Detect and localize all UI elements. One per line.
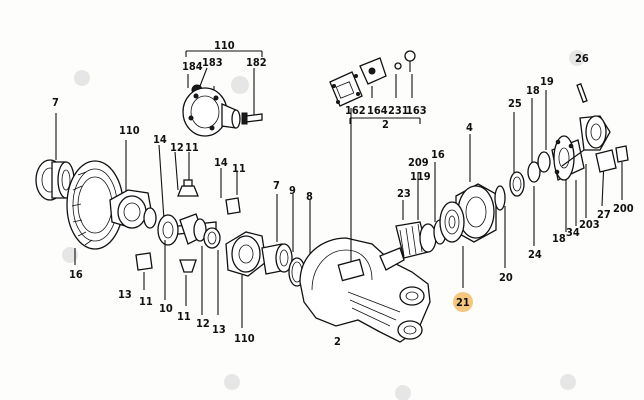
label-9: 9 [289, 184, 296, 197]
label-14-a: 14 [153, 133, 167, 146]
label-119: 119 [410, 170, 431, 183]
label-14-b: 14 [214, 156, 228, 169]
label-27: 27 [597, 208, 611, 221]
label-7-mid: 7 [273, 179, 280, 192]
label-13-b: 13 [212, 323, 226, 336]
label-11-d: 11 [177, 310, 191, 323]
part-labels: 110 184 183 182 7 110 14 12 11 14 11 16 … [52, 39, 634, 348]
label-23: 23 [397, 187, 411, 200]
label-12-b: 12 [196, 317, 210, 330]
label-25: 25 [508, 97, 522, 110]
label-12-a: 12 [170, 141, 184, 154]
label-209: 209 [408, 156, 429, 169]
label-10: 10 [159, 302, 173, 315]
label-110-left: 110 [119, 124, 140, 137]
main-housing [299, 237, 431, 343]
label-11-b: 11 [232, 162, 246, 175]
label-21: 21 [456, 296, 470, 309]
label-183: 183 [202, 56, 223, 69]
label-19: 19 [540, 75, 554, 88]
spider-gear-assembly [135, 144, 241, 315]
bearing-housing [439, 134, 497, 288]
label-231: 231 [388, 104, 409, 117]
label-163: 163 [406, 104, 427, 117]
label-7-left: 7 [52, 96, 59, 109]
label-18-a: 18 [526, 84, 540, 97]
label-162: 162 [345, 104, 366, 117]
label-16-right: 16 [431, 148, 445, 161]
watermark [62, 50, 585, 400]
label-20: 20 [499, 271, 513, 284]
label-4: 4 [466, 121, 473, 134]
highlight-marker [453, 292, 473, 312]
label-26: 26 [575, 52, 589, 65]
label-2-bottom: 2 [334, 335, 341, 348]
label-200: 200 [613, 202, 634, 215]
label-203: 203 [579, 218, 600, 231]
label-8: 8 [306, 190, 313, 203]
right-diff-half [225, 194, 311, 328]
label-110-bottom: 110 [234, 332, 255, 345]
label-182: 182 [246, 56, 267, 69]
label-16-left: 16 [69, 268, 83, 281]
label-24: 24 [528, 248, 542, 261]
right-side-parts [494, 83, 629, 268]
left-assembly [35, 113, 157, 265]
label-110-top: 110 [214, 39, 235, 52]
label-11-c: 11 [139, 295, 153, 308]
label-2-top: 2 [382, 118, 389, 131]
label-184: 184 [182, 60, 203, 73]
label-13-a: 13 [118, 288, 132, 301]
top-flange-assembly [182, 50, 263, 137]
label-34: 34 [566, 226, 580, 239]
label-18-b: 18 [552, 232, 566, 245]
label-164: 164 [367, 104, 388, 117]
label-11-a: 11 [185, 141, 199, 154]
top-cover-assembly [329, 50, 421, 262]
